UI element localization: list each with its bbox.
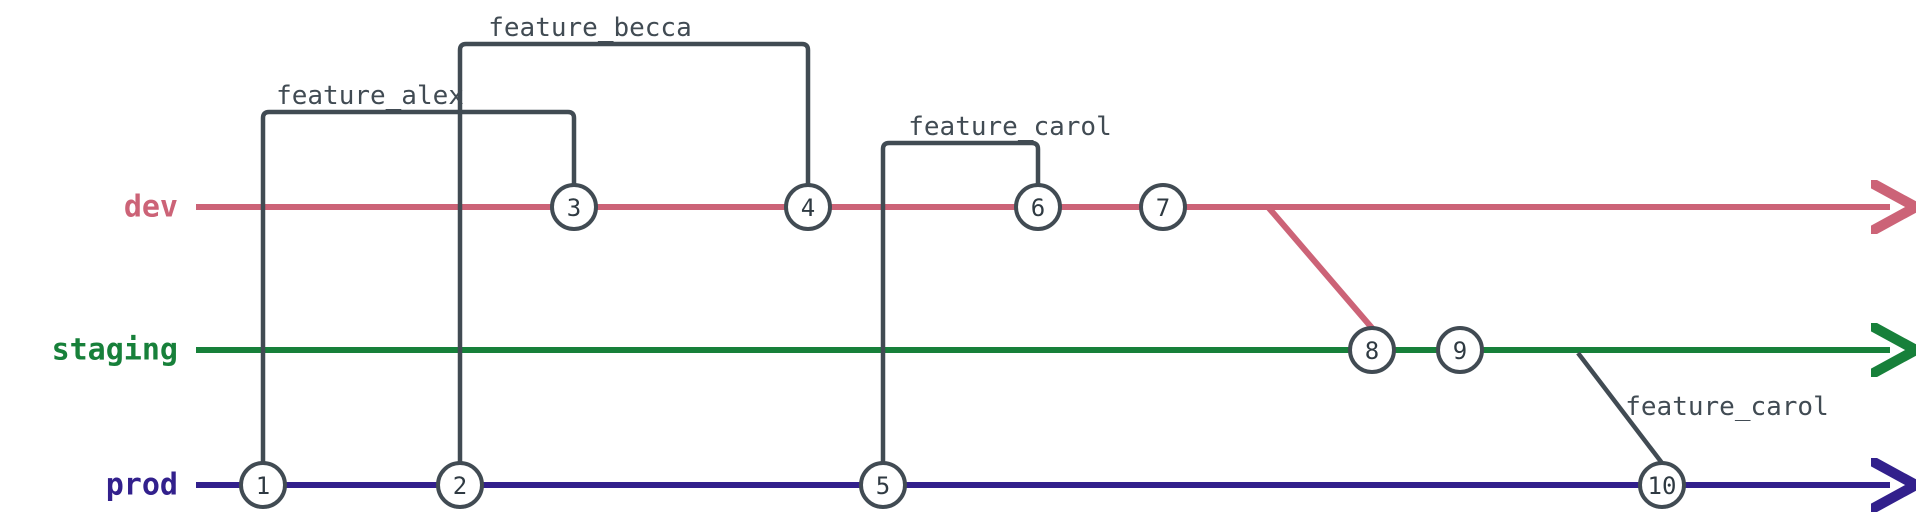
feature-branch-path-carol [880,140,1041,485]
commit-circle-3[interactable] [550,183,598,231]
feature-branch-path-alex [260,109,577,485]
commit-circle-10[interactable] [1638,461,1686,509]
commit-node-7[interactable]: 7 [1139,183,1187,231]
commit-node-5[interactable]: 5 [859,461,907,509]
branch-labels: dev staging prod [52,190,178,503]
feature-label-carol: feature_carol [908,112,1112,142]
commit-circle-9[interactable] [1436,326,1484,374]
commit-label-4: 4 [801,194,815,222]
commit-label-7: 7 [1156,194,1170,222]
branch-label-dev: dev [124,190,178,225]
commit-node-3[interactable]: 3 [550,183,598,231]
commit-circle-5[interactable] [859,461,907,509]
feature-branch-labels: feature_alex feature_becca feature_carol [276,13,1112,142]
feature-label-alex: feature_alex [276,81,464,111]
commit-circle-7[interactable] [1139,183,1187,231]
feature-label-becca: feature_becca [488,13,692,43]
merge-label-feature-carol: feature_carol [1625,392,1829,422]
feature-branch-paths [260,41,1041,485]
commit-nodes: 1 2 3 4 5 6 7 [239,183,1686,509]
commit-circle-2[interactable] [436,461,484,509]
commit-node-6[interactable]: 6 [1014,183,1062,231]
commit-label-6: 6 [1031,194,1045,222]
feature-branch-path-becca [457,41,811,485]
commit-circle-8[interactable] [1348,326,1396,374]
commit-node-1[interactable]: 1 [239,461,287,509]
commit-label-10: 10 [1648,472,1677,500]
merge-paths: feature_carol [1265,204,1829,465]
branch-label-staging: staging [52,333,178,368]
merge-path-staging-to-prod [1576,351,1664,465]
merge-path-dev-to-staging [1265,204,1375,331]
commit-node-9[interactable]: 9 [1436,326,1484,374]
commit-label-2: 2 [453,472,467,500]
commit-label-8: 8 [1365,337,1379,365]
commit-label-3: 3 [567,194,581,222]
branch-label-prod: prod [106,468,178,503]
commit-label-1: 1 [256,472,270,500]
commit-node-10[interactable]: 10 [1638,461,1686,509]
commit-circle-6[interactable] [1014,183,1062,231]
commit-circle-1[interactable] [239,461,287,509]
commit-label-5: 5 [876,472,890,500]
commit-node-2[interactable]: 2 [436,461,484,509]
commit-node-4[interactable]: 4 [784,183,832,231]
commit-node-8[interactable]: 8 [1348,326,1396,374]
commit-label-9: 9 [1453,337,1467,365]
commit-circle-4[interactable] [784,183,832,231]
branch-lines [196,207,1890,485]
